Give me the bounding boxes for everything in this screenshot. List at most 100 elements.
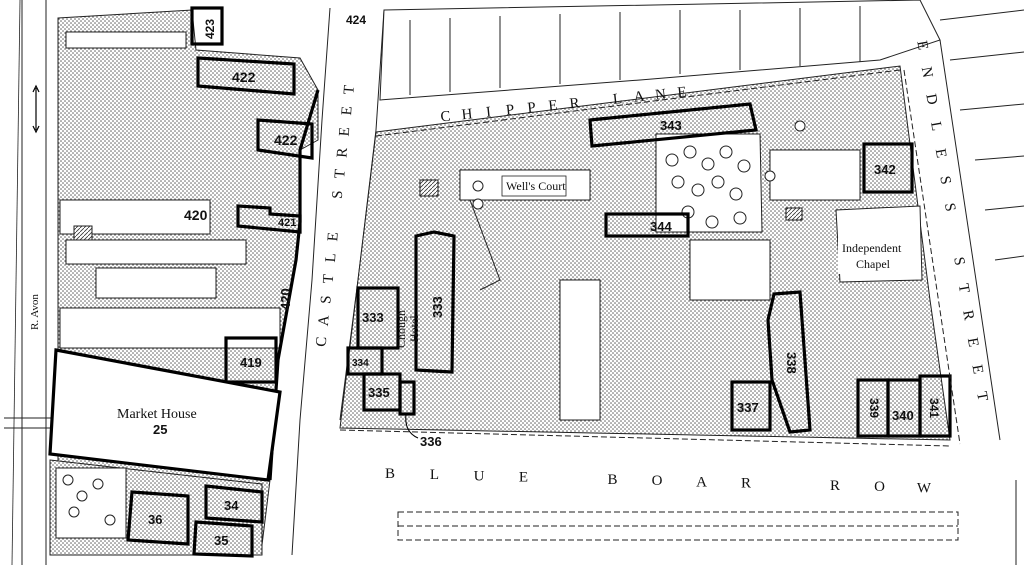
plot-36-outline xyxy=(126,490,190,546)
market-house-name: Market House xyxy=(117,407,197,422)
street-letter: E xyxy=(339,106,356,116)
plot-419-outline xyxy=(224,336,278,384)
street-letter: S xyxy=(330,190,347,199)
street-letter: R xyxy=(569,95,581,112)
street-letter: R xyxy=(830,478,840,494)
plot-337: 337 xyxy=(737,400,759,415)
market-house-number: 25 xyxy=(153,422,167,437)
street-letter: O xyxy=(874,479,885,495)
plot-342: 342 xyxy=(874,162,896,177)
street-letter: A xyxy=(633,89,646,106)
street-letter: P xyxy=(505,102,515,119)
independent-chapel-line1: Independent xyxy=(842,241,902,255)
plot-333a: 333 xyxy=(362,310,384,325)
street-letter: E xyxy=(548,98,559,115)
street-letter: L xyxy=(323,253,340,263)
street-letter: B xyxy=(607,472,617,488)
street-letter: R xyxy=(334,147,351,158)
street-letter: R xyxy=(959,309,976,322)
north-block xyxy=(379,0,1024,441)
plot-340: 340 xyxy=(892,408,914,423)
plot-424: 424 xyxy=(346,13,366,27)
river-avon xyxy=(4,0,55,565)
street-letter: E xyxy=(932,147,949,159)
independent-chapel-line2: Chapel xyxy=(856,257,891,271)
plot-420b: 420 xyxy=(278,288,293,310)
street-letter: E xyxy=(519,470,528,486)
market-house-outline xyxy=(48,348,282,482)
plot-422a: 422 xyxy=(232,69,256,85)
street-letter: B xyxy=(385,466,395,482)
plot-419: 419 xyxy=(240,355,262,370)
street-letter: S xyxy=(941,202,958,213)
street-letter: E xyxy=(913,39,930,51)
street-letter: T xyxy=(321,274,338,284)
plot-341: 341 xyxy=(927,398,941,418)
plot-34-outline xyxy=(204,484,264,524)
chough-hotel-line2: Hotel xyxy=(407,315,421,342)
plot-337-outline xyxy=(730,380,772,432)
street-letter: I xyxy=(485,104,492,120)
plot-343: 343 xyxy=(660,118,682,133)
wells-court-label: Well's Court xyxy=(506,179,566,193)
street-letter: D xyxy=(922,93,940,107)
plot-422a-outline xyxy=(196,56,296,96)
street-letter: S xyxy=(950,256,967,267)
street-letter: A xyxy=(696,474,707,490)
plot-344-outline xyxy=(604,212,690,238)
blue-boar-row-kerb xyxy=(339,429,951,447)
plot-423-outline xyxy=(190,6,224,46)
street-letter: L xyxy=(612,91,623,108)
plot-36: 36 xyxy=(148,512,162,527)
plot-335: 335 xyxy=(368,385,390,400)
street-letter: N xyxy=(654,86,667,103)
street-letter: N xyxy=(918,66,936,80)
street-letter: E xyxy=(337,127,354,137)
endless-street-kerb xyxy=(903,69,961,445)
street-letter: T xyxy=(332,169,349,179)
plot-34: 34 xyxy=(224,498,239,513)
south-west-block xyxy=(49,459,263,556)
street-letter: W xyxy=(917,480,932,496)
castle-street-west-edge xyxy=(291,7,331,556)
street-letter: U xyxy=(474,468,485,484)
street-letter: L xyxy=(430,467,439,483)
plot-334: 334 xyxy=(352,358,369,369)
street-letter: S xyxy=(936,175,953,186)
street-letter: T xyxy=(973,390,990,402)
street-letter: H xyxy=(461,106,474,123)
street-letter: E xyxy=(968,363,985,375)
street-letter: S xyxy=(318,295,335,304)
plot-338: 338 xyxy=(784,352,799,374)
street-letter: T xyxy=(955,282,972,294)
plot-333b-outline xyxy=(414,230,456,374)
plot-344: 344 xyxy=(650,219,672,234)
street-letter: C xyxy=(440,109,452,126)
street-letter: E xyxy=(964,336,981,348)
chipper-lane-kerb xyxy=(375,69,901,137)
plot-423: 423 xyxy=(203,19,217,39)
plot-420a: 420 xyxy=(184,207,208,223)
plot-422b: 422 xyxy=(274,132,298,148)
plot-35-outline xyxy=(192,520,254,558)
street-letter: O xyxy=(652,473,663,489)
street-letter: L xyxy=(927,120,944,132)
street-letter: E xyxy=(325,232,342,242)
street-letter: A xyxy=(316,315,333,327)
plot-339: 339 xyxy=(867,398,881,418)
plot-343-outline xyxy=(588,102,758,148)
street-letter: P xyxy=(527,100,537,117)
river-avon-label: R. Avon xyxy=(29,294,41,330)
street-letter: E xyxy=(677,84,688,101)
endless-street-label: E ND L E S S S T R E E T xyxy=(913,39,990,402)
plot-333b: 333 xyxy=(430,296,445,318)
plot-336-outline xyxy=(398,380,416,416)
plot-342-outline xyxy=(862,142,914,194)
plot-338-outline xyxy=(766,290,812,434)
chough-hotel-line1: Chough xyxy=(394,310,408,348)
plot-35: 35 xyxy=(214,533,228,548)
